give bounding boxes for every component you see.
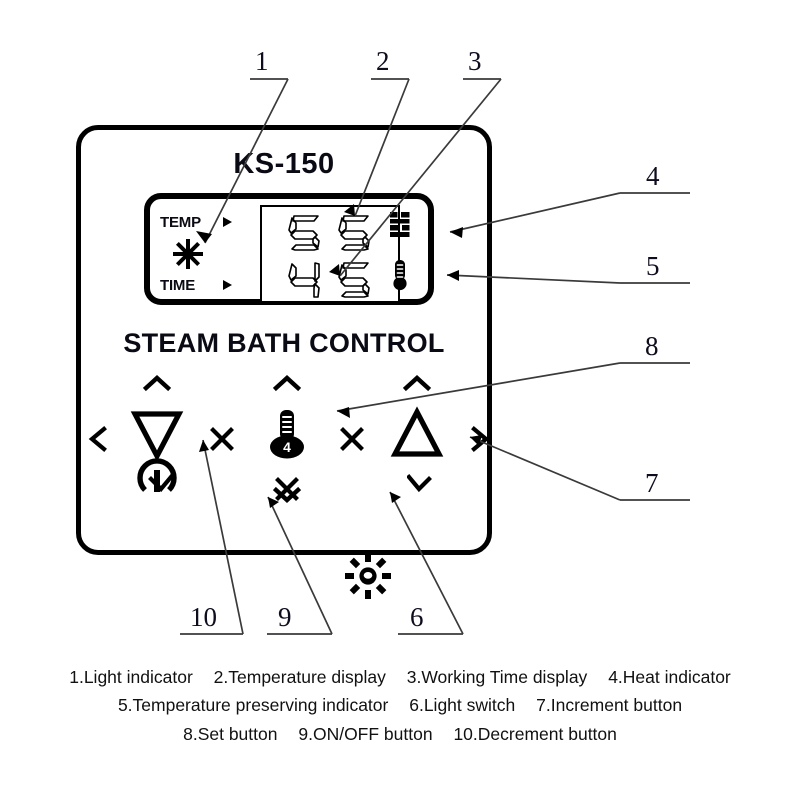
time-label: TIME: [160, 276, 196, 294]
callout-3: 3: [468, 46, 482, 76]
callout-4: 4: [646, 161, 660, 191]
set-button[interactable]: 4: [259, 406, 315, 462]
chevron-up-icon: [402, 374, 432, 392]
x-mark-icon: [339, 426, 365, 452]
brand-model-label: KS-150: [233, 148, 335, 180]
heat-indicator: [388, 211, 412, 239]
legend-item-2: 2.Temperature display: [213, 667, 386, 687]
button-cluster: 4: [81, 368, 497, 528]
legend-item-5: 5.Temperature preserving indicator: [117, 695, 389, 716]
callout-5: 5: [646, 251, 660, 281]
callout-1: 1: [255, 46, 269, 76]
legend-item-10: 10.Decrement button: [453, 723, 617, 744]
product-label: STEAM BATH CONTROL: [123, 328, 445, 358]
decrement-button-cell: [109, 368, 205, 518]
decrement-button[interactable]: [129, 406, 185, 462]
lcd-legend-column: TEMP TIME: [160, 205, 246, 301]
legend-item-7: 7.Increment button: [536, 695, 683, 716]
temp-legend-row: TEMP: [160, 212, 246, 232]
lcd-bezel: TEMP TIME: [144, 193, 434, 305]
legend-line-1: 1.Light indicator 2.Temperature display …: [0, 663, 800, 691]
seven-segment-digit: [288, 214, 320, 251]
legend-item-4: 4.Heat indicator: [608, 667, 731, 687]
working-time-display: [262, 257, 402, 302]
callout-7: 7: [645, 468, 659, 498]
temperature-display: [262, 210, 402, 255]
time-legend-row: TIME: [160, 275, 246, 295]
triangle-right-icon: [223, 217, 232, 227]
triangle-right-icon: [223, 280, 232, 290]
callout-9: 9: [278, 602, 292, 632]
legend-item-8: 8.Set button: [183, 723, 278, 744]
callout-2: 2: [376, 46, 390, 76]
chevron-down-icon: [272, 486, 302, 504]
set-button-cell: 4: [239, 368, 335, 518]
legend-item-3: 3.Working Time display: [406, 667, 588, 687]
x-mark-icon: [209, 426, 235, 452]
light-indicator: [172, 238, 204, 270]
temperature-preserving-indicator: [390, 259, 410, 291]
seven-segment-digit: [338, 214, 370, 251]
callout-6: 6: [410, 602, 424, 632]
digit-window: [260, 205, 400, 303]
chevron-left-icon: [87, 426, 109, 452]
chevron-right-icon: [469, 426, 491, 452]
chevron-up-icon: [142, 374, 172, 392]
increment-button-cell: [369, 368, 465, 518]
control-panel: KS-150 TEMP: [76, 125, 492, 599]
legend-item-9: 9.ON/OFF button: [298, 723, 433, 744]
callout-10: 10: [190, 602, 217, 632]
legend-item-1: 1.Light indicator: [69, 667, 193, 687]
seven-segment-digit: [338, 261, 370, 298]
legend-line-2: 5.Temperature preserving indicator 6.Lig…: [0, 691, 800, 719]
on-off-button[interactable]: [133, 456, 181, 504]
light-switch-button[interactable]: [344, 552, 392, 600]
legend-item-6: 6.Light switch: [409, 695, 516, 716]
seven-segment-digit: [288, 261, 320, 298]
increment-button[interactable]: [389, 406, 445, 462]
chevron-up-icon: [272, 374, 302, 392]
chevron-down-right-icon: [406, 472, 432, 498]
temp-label: TEMP: [160, 213, 201, 231]
set-button-badge: 4: [283, 439, 291, 455]
legend-line-3: 8.Set button 9.ON/OFF button 10.Decremen…: [0, 720, 800, 748]
legend-captions: 1.Light indicator 2.Temperature display …: [0, 663, 800, 748]
callout-8: 8: [645, 331, 659, 361]
lcd-status-icons: [386, 209, 416, 299]
